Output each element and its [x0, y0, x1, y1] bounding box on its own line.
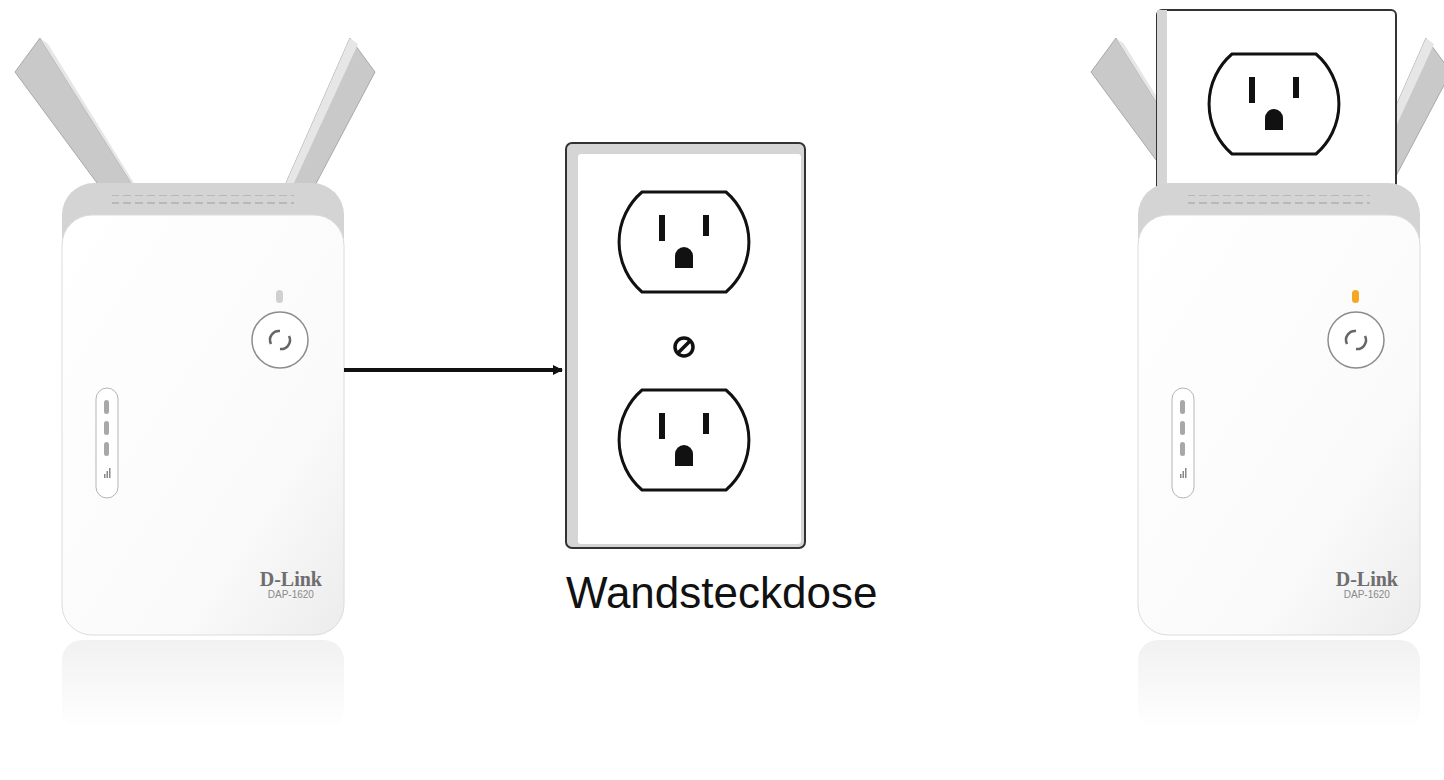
brand-block: D-LinkDAP-1620: [260, 569, 322, 601]
brand-name: D-Link: [260, 569, 322, 589]
model-name: DAP-1620: [1336, 589, 1398, 601]
extender-device: D-LinkDAP-1620: [62, 215, 344, 635]
extender-device: D-LinkDAP-1620: [1138, 215, 1420, 635]
model-name: DAP-1620: [260, 589, 322, 601]
wall-outlet: Wandsteckdose: [566, 143, 805, 618]
outlet-label: Wandsteckdose: [566, 568, 805, 618]
brand-name: D-Link: [1336, 569, 1398, 589]
plug-in-arrow: [344, 368, 562, 372]
brand-block: D-LinkDAP-1620: [1336, 569, 1398, 601]
